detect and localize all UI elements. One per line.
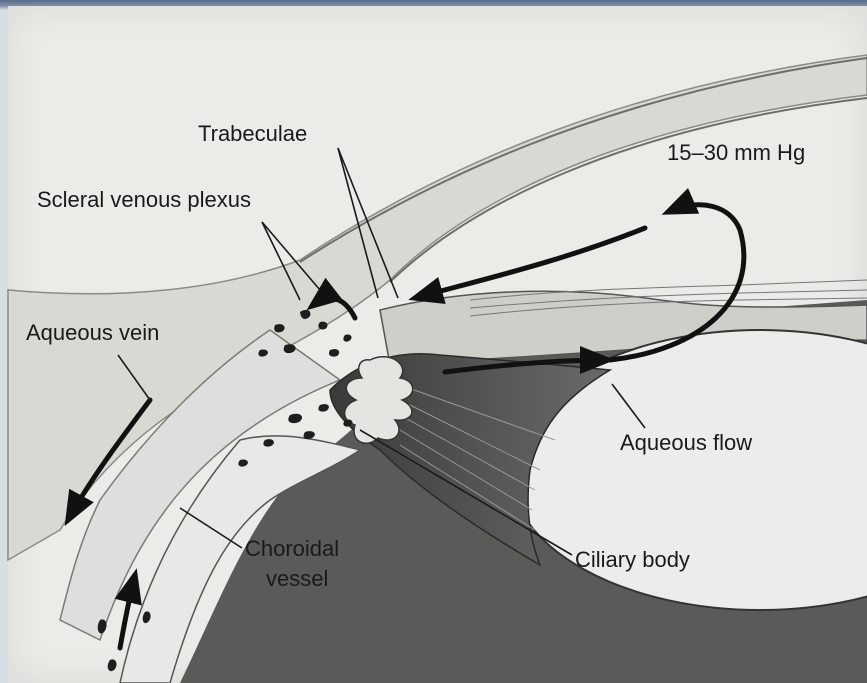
scleral-venous-plexus-label: Scleral venous plexus [37, 187, 251, 212]
choroidal-vessel-label-line2: vessel [266, 566, 328, 591]
pressure-label: 15–30 mm Hg [667, 140, 805, 165]
choroidal-vessel-label-line1: Choroidal [245, 536, 339, 561]
aqueous-flow-label: Aqueous flow [620, 430, 752, 455]
aqueous-anterior-arrow [415, 228, 645, 298]
ciliary-body-label: Ciliary body [575, 547, 690, 572]
trabeculae-label: Trabeculae [198, 121, 307, 146]
aqueous-vein-label: Aqueous vein [26, 320, 159, 345]
